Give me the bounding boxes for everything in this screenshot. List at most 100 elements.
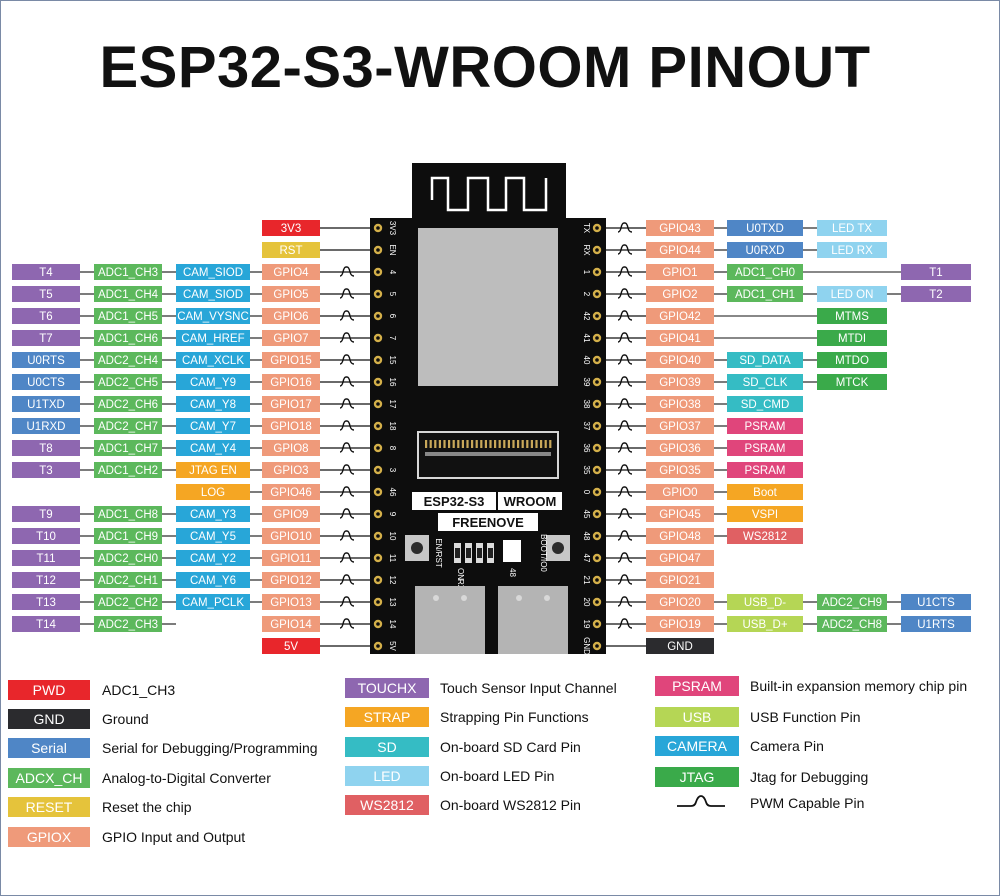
legend-label: Ground bbox=[102, 711, 149, 727]
tag-led-on-text: LED ON bbox=[831, 289, 874, 301]
header-pin-hole bbox=[595, 490, 599, 494]
tag-t8-text: T8 bbox=[39, 443, 52, 455]
gpio-label-gpio19-bg bbox=[646, 616, 714, 632]
header-pin-hole bbox=[595, 446, 599, 450]
tag-t6-bg bbox=[12, 308, 80, 324]
gpio-label-gpio6-bg bbox=[262, 308, 320, 324]
gpio-label-gpio17-bg bbox=[262, 396, 320, 412]
usb-mount bbox=[516, 595, 522, 601]
connector-pin bbox=[494, 440, 497, 448]
pwm-icon bbox=[339, 574, 355, 585]
gpio-label-gpio14-text: GPIO14 bbox=[270, 619, 312, 631]
pwm-icon bbox=[617, 332, 633, 343]
gpio-label-gpio21-text: GPIO21 bbox=[659, 575, 701, 587]
gpio-label-rst: RST bbox=[262, 242, 320, 258]
chip-label: ESP32-S3 bbox=[424, 494, 485, 509]
legend-label: GPIO Input and Output bbox=[102, 829, 246, 845]
silk-left: 5V bbox=[388, 641, 397, 651]
tag-t11: T11 bbox=[12, 550, 80, 566]
tag-t10-text: T10 bbox=[36, 531, 56, 543]
tag-cam-y9-text: CAM_Y9 bbox=[190, 377, 236, 389]
legend-label: On-board SD Card Pin bbox=[440, 739, 581, 755]
silk-left: 4 bbox=[388, 270, 397, 275]
gpio-label-gpio17: GPIO17 bbox=[262, 396, 320, 412]
legend-swatch-strap: STRAP bbox=[345, 707, 429, 727]
gpio-label-gpio38: GPIO38 bbox=[646, 396, 714, 412]
tag-t2-text: T2 bbox=[929, 289, 942, 301]
tag-t8: T8 bbox=[12, 440, 80, 456]
header-pin-hole bbox=[595, 226, 599, 230]
tag-t6-text: T6 bbox=[39, 311, 52, 323]
tag-adc2-ch5-text: ADC2_CH5 bbox=[98, 377, 158, 389]
tag-adc1-ch4: ADC1_CH4 bbox=[94, 286, 162, 302]
tag-usb-d--bg bbox=[727, 616, 803, 632]
tag-adc1-ch3: ADC1_CH3 bbox=[94, 264, 162, 280]
tag-adc2-ch4-bg bbox=[94, 352, 162, 368]
tag-adc2-ch5-bg bbox=[94, 374, 162, 390]
header-pin-hole bbox=[595, 622, 599, 626]
tag-psram-text: PSRAM bbox=[745, 465, 786, 477]
tag-led-tx-bg bbox=[817, 220, 887, 236]
pwm-icon bbox=[617, 442, 633, 453]
header-pin-hole bbox=[376, 270, 380, 274]
gpio-label-gpio0: GPIO0 bbox=[646, 484, 714, 500]
legend-swatch-camera: CAMERA bbox=[655, 736, 739, 756]
gpio-label-gpio16: GPIO16 bbox=[262, 374, 320, 390]
tag-adc1-ch2-text: ADC1_CH2 bbox=[98, 465, 158, 477]
gpio-label-gpio36: GPIO36 bbox=[646, 440, 714, 456]
connector-pin bbox=[434, 440, 437, 448]
gpio-label-gpio35-bg bbox=[646, 462, 714, 478]
tag-t2-bg bbox=[901, 286, 971, 302]
header-pin-hole bbox=[595, 336, 599, 340]
gpio-label-gpio47-bg bbox=[646, 550, 714, 566]
pwm-icon bbox=[617, 486, 633, 497]
gpio-label-gpio4-bg bbox=[262, 264, 320, 280]
gpio-label-gpio13-text: GPIO13 bbox=[270, 597, 312, 609]
tag-u0rts-bg bbox=[12, 352, 80, 368]
pwm-icon bbox=[339, 552, 355, 563]
tag-sd-data: SD_DATA bbox=[727, 352, 803, 368]
tag-adc2-ch3-bg bbox=[94, 616, 162, 632]
tag-t11-text: T11 bbox=[37, 553, 56, 565]
legend-swatch-adcx_ch: ADCX_CH bbox=[8, 768, 90, 788]
tag-t1: T1 bbox=[901, 264, 971, 280]
gpio-label-gpio7: GPIO7 bbox=[262, 330, 320, 346]
header-pin-hole bbox=[595, 270, 599, 274]
header-pin-hole bbox=[595, 578, 599, 582]
tag-adc2-ch0-bg bbox=[94, 550, 162, 566]
gpio-label-gpio9: GPIO9 bbox=[262, 506, 320, 522]
rf-shield-can bbox=[418, 228, 558, 386]
pwm-icon bbox=[617, 530, 633, 541]
gpio-label-gpio16-bg bbox=[262, 374, 320, 390]
tag-t7: T7 bbox=[12, 330, 80, 346]
connector-pin bbox=[540, 440, 543, 448]
tag-cam-vysnc-text: CAM_VYSNC bbox=[177, 311, 249, 323]
tag-cam-siod: CAM_SIOD bbox=[176, 286, 250, 302]
legend-label: Touch Sensor Input Channel bbox=[440, 680, 617, 696]
header-pin-hole bbox=[376, 336, 380, 340]
pwm-icon bbox=[617, 508, 633, 519]
tag-t9-bg bbox=[12, 506, 80, 522]
pwm-icon bbox=[617, 552, 633, 563]
tag-u0txd-text: U0TXD bbox=[746, 223, 784, 235]
connector-pin bbox=[480, 440, 483, 448]
header-pin-hole bbox=[595, 534, 599, 538]
silk-left: 46 bbox=[388, 488, 397, 497]
silk-left: 17 bbox=[388, 400, 397, 409]
tag-adc1-ch0-text: ADC1_CH0 bbox=[735, 267, 795, 279]
gpio-label-gpio0-bg bbox=[646, 484, 714, 500]
tag-adc1-ch8: ADC1_CH8 bbox=[94, 506, 162, 522]
silk-left: 9 bbox=[388, 512, 397, 517]
tag-cam-siod-bg bbox=[176, 286, 250, 302]
gpio-label-gpio40-bg bbox=[646, 352, 714, 368]
tag-adc1-ch2-bg bbox=[94, 462, 162, 478]
tag-adc2-ch9-text: ADC2_CH9 bbox=[822, 597, 882, 609]
tag-ws2812: WS2812 bbox=[727, 528, 803, 544]
gpio-label-gpio8-bg bbox=[262, 440, 320, 456]
legend-label: Built-in expansion memory chip pin bbox=[750, 678, 968, 694]
connector-pin bbox=[521, 440, 524, 448]
tag-adc2-ch2-bg bbox=[94, 594, 162, 610]
header-pin-hole bbox=[376, 358, 380, 362]
